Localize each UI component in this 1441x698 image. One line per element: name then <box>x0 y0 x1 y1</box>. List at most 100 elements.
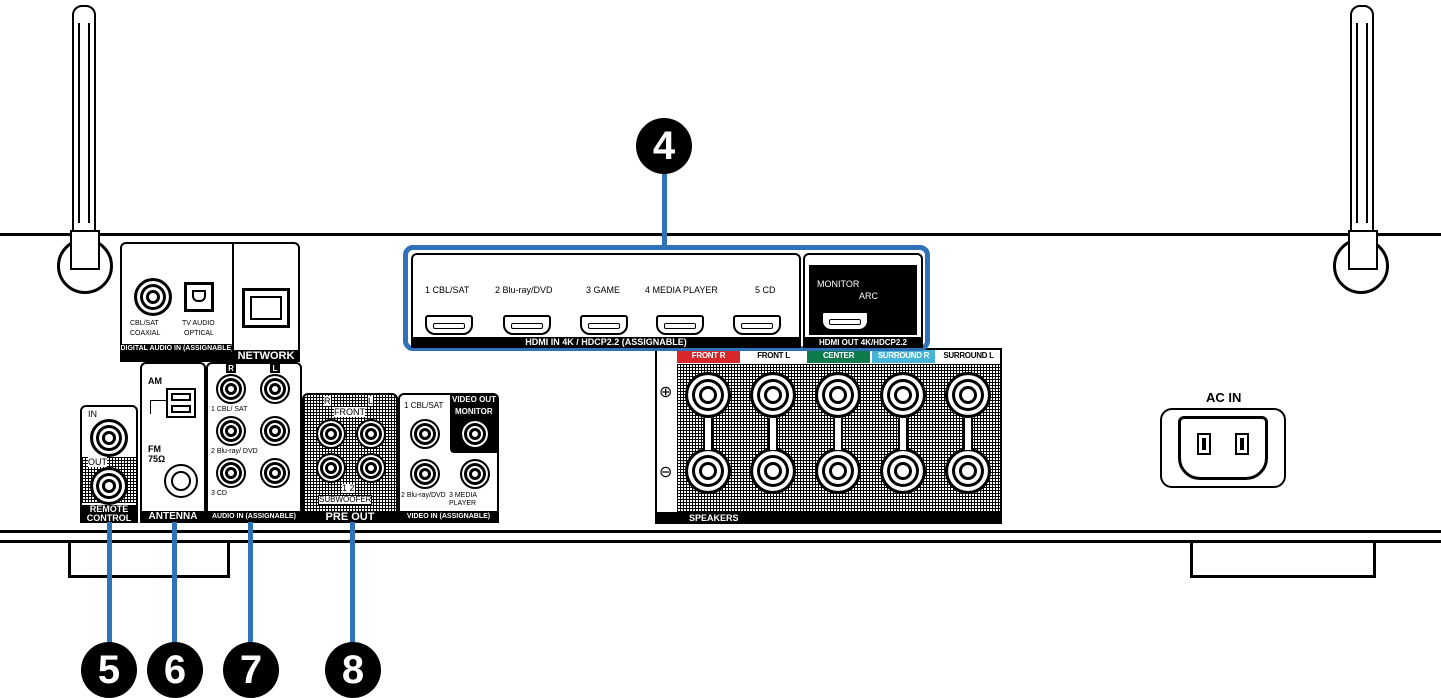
network-panel: NETWORK <box>232 242 300 362</box>
audio-l-label: L <box>270 364 280 373</box>
fm-jack[interactable] <box>164 464 198 498</box>
speaker-channel-label: FRONT L <box>742 350 805 363</box>
video-in-2-jack[interactable] <box>410 459 440 489</box>
callout-6-line <box>172 522 177 650</box>
remote-out-jack[interactable] <box>90 467 128 505</box>
speakers-label: SPEAKERS <box>655 512 1002 524</box>
audio-in-3-l[interactable] <box>260 458 290 488</box>
callout-8: 8 <box>325 642 381 698</box>
video-in-3-jack[interactable] <box>460 459 490 489</box>
antenna-panel: AM FM 75Ω ANTENNA <box>140 362 206 523</box>
audio-in-2-label: 2 Blu-ray/ DVD <box>211 448 258 455</box>
audio-in-1-l[interactable] <box>260 374 290 404</box>
hdmi-out-panel: MONITOR ARC HDMI OUT 4K/HDCP2.2 <box>803 253 923 348</box>
fm-impedance-label: 75Ω <box>148 454 166 464</box>
am-terminal[interactable] <box>166 388 196 418</box>
foot-right <box>1190 540 1376 578</box>
fm-label: FM <box>148 444 161 454</box>
monitor-label: MONITOR <box>817 279 860 289</box>
audio-in-label: AUDIO IN (ASSIGNABLE) <box>206 511 302 523</box>
speaker-terminal-positive[interactable] <box>880 372 926 418</box>
audio-in-3-label: 3 CD <box>211 490 227 497</box>
video-out-monitor-jack[interactable] <box>460 419 490 449</box>
audio-in-3-r[interactable] <box>216 458 246 488</box>
ac-inlet[interactable] <box>1160 408 1286 488</box>
hdmi-in-label: 3 GAME <box>586 285 621 295</box>
speaker-terminal-negative[interactable] <box>750 448 796 494</box>
hdmi-in-label: 4 MEDIA PLAYER <box>645 285 718 295</box>
hdmi-in-port-4[interactable] <box>656 315 704 335</box>
speaker-channel-label: CENTER <box>807 350 870 363</box>
arc-label: ARC <box>859 291 879 301</box>
pre-out-front-l[interactable] <box>356 419 386 449</box>
ground-icon <box>150 400 166 414</box>
video-in-1-label: 1 CBL/SAT <box>404 401 444 410</box>
ac-in-label: AC IN <box>1206 390 1242 405</box>
callout-7-line <box>248 522 253 650</box>
antenna-mount-right <box>1348 230 1378 270</box>
speaker-terminal-link <box>963 418 973 450</box>
antenna-right <box>1346 5 1378 267</box>
audio-in-panel: R L 1 CBL/ SAT 2 Blu-ray/ DVD 3 CD AUDIO… <box>206 362 302 523</box>
callout-5: 5 <box>81 642 137 698</box>
video-in-3-label: 3 MEDIA PLAYER <box>449 492 477 507</box>
optical-jack[interactable] <box>184 282 214 312</box>
hdmi-in-port-3[interactable] <box>580 315 628 335</box>
remote-in-jack[interactable] <box>90 419 128 457</box>
audio-in-2-r[interactable] <box>216 416 246 446</box>
hdmi-highlight: 1 CBL/SAT 2 Blu-ray/DVD 3 GAME 4 MEDIA P… <box>403 245 930 351</box>
callout-4: 4 <box>636 118 692 174</box>
pre-out-label: PRE OUT <box>302 511 398 523</box>
speaker-terminal-positive[interactable] <box>815 372 861 418</box>
video-monitor-label: MONITOR <box>455 407 493 416</box>
hdmi-in-port-2[interactable] <box>503 315 551 335</box>
video-in-1-jack[interactable] <box>410 419 440 449</box>
antenna-mount-left <box>70 230 100 270</box>
speaker-terminal-positive[interactable] <box>945 372 991 418</box>
hdmi-out-port[interactable] <box>821 311 869 331</box>
callout-8-line <box>350 522 355 650</box>
callout-6: 6 <box>147 642 203 698</box>
speaker-terminal-link <box>703 418 713 450</box>
hdmi-in-label: 1 CBL/SAT <box>425 285 470 295</box>
remote-control-panel: IN OUT REMOTE CONTROL <box>80 405 138 523</box>
audio-r-label: R <box>226 364 236 373</box>
ethernet-port[interactable] <box>242 288 290 328</box>
audio-in-1-label: 1 CBL/ SAT <box>211 406 248 413</box>
speaker-terminal-positive[interactable] <box>685 372 731 418</box>
remote-control-label: REMOTE CONTROL <box>80 505 138 523</box>
speaker-terminal-negative[interactable] <box>880 448 926 494</box>
hdmi-in-port-5[interactable] <box>733 315 781 335</box>
subwoofer-1-jack[interactable] <box>316 453 346 483</box>
video-in-label: VIDEO IN (ASSIGNABLE) <box>398 511 499 523</box>
foot-left <box>68 540 230 578</box>
audio-in-2-l[interactable] <box>260 416 290 446</box>
front-label: FRONT <box>334 407 365 417</box>
chassis-bottom-line <box>0 540 1441 543</box>
speaker-terminal-negative[interactable] <box>685 448 731 494</box>
speaker-terminal-negative[interactable] <box>945 448 991 494</box>
callout-4-line <box>662 170 667 248</box>
antenna-left <box>68 5 100 267</box>
pre-out-front-r[interactable] <box>316 419 346 449</box>
pre-out-r-label: R <box>324 396 331 406</box>
speaker-terminal-positive[interactable] <box>750 372 796 418</box>
pre-out-panel: R L FRONT 1 2 SUBWOOFER PRE OUT <box>302 393 398 523</box>
hdmi-in-panel: 1 CBL/SAT 2 Blu-ray/DVD 3 GAME 4 MEDIA P… <box>411 253 801 348</box>
plus-icon: ⊕ <box>659 384 673 401</box>
speaker-terminal-negative[interactable] <box>815 448 861 494</box>
network-label: NETWORK <box>232 350 300 362</box>
hdmi-in-port-1[interactable] <box>425 315 473 335</box>
speaker-channel-label: FRONT R <box>677 350 740 363</box>
audio-in-1-r[interactable] <box>216 374 246 404</box>
antenna-label: ANTENNA <box>140 511 206 523</box>
coaxial-label: COAXIAL <box>130 330 161 337</box>
hdmi-in-label: HDMI IN 4K / HDCP2.2 (ASSIGNABLE) <box>411 337 801 348</box>
remote-out-label: OUT <box>88 457 107 467</box>
coaxial-jack[interactable] <box>134 278 172 316</box>
digital-audio-in-panel: CBL/SAT TV AUDIO COAXIAL OPTICAL DIGITAL… <box>120 242 234 362</box>
video-in-2-label: 2 Blu-ray/DVD <box>401 492 446 499</box>
hdmi-in-label: 2 Blu-ray/DVD <box>495 285 553 295</box>
subwoofer-2-jack[interactable] <box>356 453 386 483</box>
